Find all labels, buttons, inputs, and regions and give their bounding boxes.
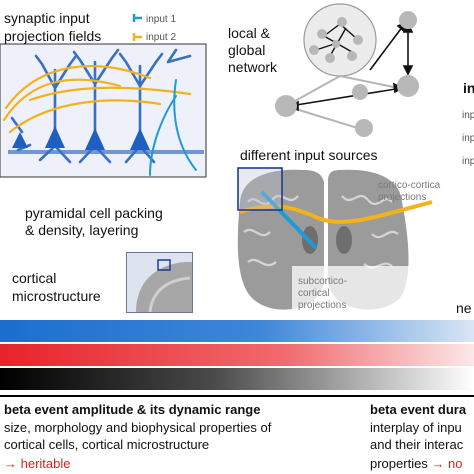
red-gradient-bar bbox=[0, 344, 474, 366]
microstructure-thumbnail bbox=[126, 252, 193, 313]
pyramidal-somas bbox=[12, 126, 150, 150]
pyramidal-label-line2: & density, layering bbox=[25, 222, 139, 238]
bottom-right-title: beta event dura bbox=[370, 402, 467, 417]
bottom-left-title: beta event amplitude & its dynamic range bbox=[4, 402, 261, 417]
cortical-label-line2: microstructure bbox=[12, 288, 101, 304]
right-edge-inp1: inp bbox=[462, 110, 474, 121]
cortical-label-line1: cortical bbox=[12, 270, 57, 286]
brain-title: different input sources bbox=[240, 147, 378, 163]
right-edge-inp2: inp bbox=[462, 133, 474, 144]
network-diagram bbox=[275, 3, 419, 137]
bottom-right-properties: properties bbox=[370, 456, 428, 471]
network-label-line3: network bbox=[228, 59, 278, 75]
synaptic-panel bbox=[0, 0, 210, 180]
sub-label-line2: cortical bbox=[298, 288, 330, 299]
right-edge-in: in bbox=[463, 80, 474, 96]
bottom-right-line3: and their interac bbox=[370, 437, 464, 452]
bottom-right-no: → no bbox=[431, 456, 463, 471]
cortico-label-line1: cortico-cortica bbox=[378, 180, 441, 191]
blue-gradient-bar bbox=[0, 320, 474, 342]
network-nodes bbox=[275, 11, 419, 137]
synaptic-title-line2: projection fields bbox=[4, 28, 102, 44]
sub-label-line1: subcortico- bbox=[298, 276, 347, 287]
bottom-left-heritable: → heritable bbox=[4, 456, 71, 471]
legend-swatches bbox=[132, 14, 142, 41]
bottom-divider bbox=[0, 395, 474, 397]
bottom-right-line4: properties → no bbox=[370, 456, 463, 472]
bottom-left-line2: size, morphology and biophysical propert… bbox=[4, 420, 272, 435]
bottom-left-line3: cortical cells, cortical microstructure bbox=[4, 437, 210, 452]
input2-projections bbox=[2, 64, 192, 134]
pyramidal-label-line1: pyramidal cell packing bbox=[25, 205, 163, 221]
black-gradient-bar bbox=[0, 368, 474, 390]
sub-label-line3: projections bbox=[298, 300, 347, 311]
network-label-line1: local & bbox=[228, 25, 271, 41]
synaptic-diagram bbox=[0, 14, 207, 178]
brain-diagram bbox=[237, 167, 474, 320]
legend-input1-label: input 1 bbox=[146, 14, 177, 25]
cortico-label-line2: projections bbox=[378, 192, 427, 203]
right-edge-inp3: inp bbox=[462, 156, 474, 167]
right-edge-ne: ne bbox=[456, 300, 472, 316]
synaptic-title-line1: synaptic input bbox=[4, 10, 90, 26]
legend-input2-label: input 2 bbox=[146, 32, 177, 43]
bottom-right-line2: interplay of inpu bbox=[370, 420, 462, 435]
network-label-line2: global bbox=[228, 42, 266, 58]
input1-projections bbox=[149, 79, 197, 176]
